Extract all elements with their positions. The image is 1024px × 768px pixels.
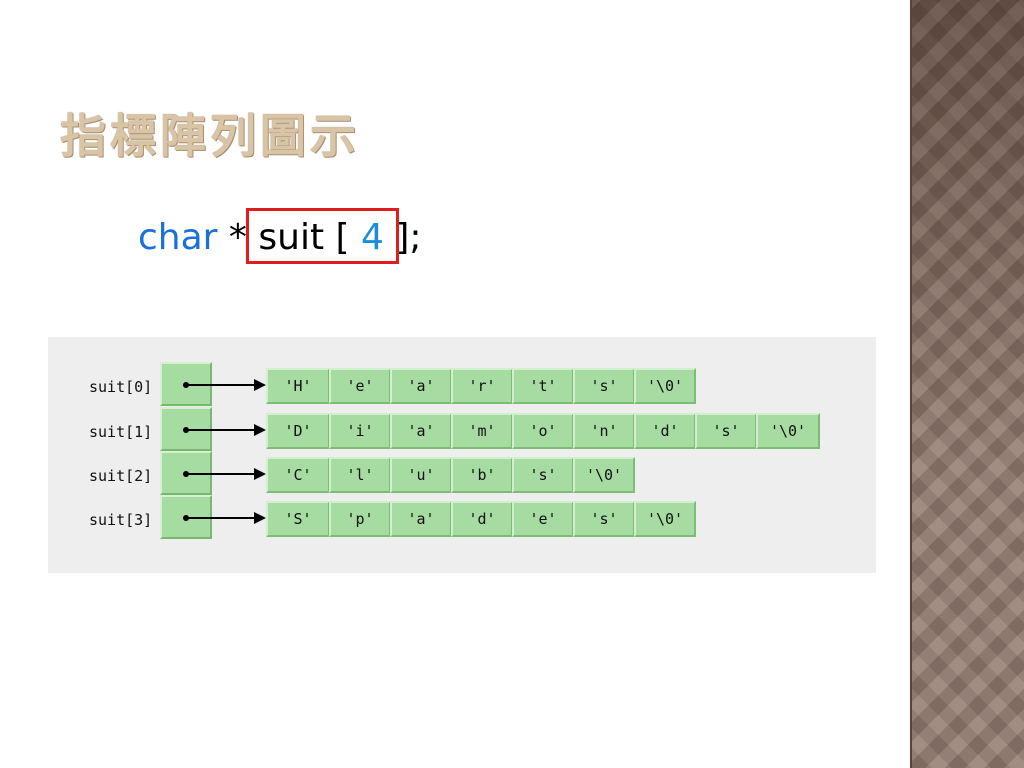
char-cell-0-2: 'a' (390, 368, 452, 404)
char-cell-3-6: '\0' (634, 501, 696, 537)
char-cell-1-7: 's' (695, 413, 757, 449)
char-cell-2-4: 's' (512, 457, 574, 493)
row-label-3: suit[3] (89, 511, 153, 529)
pointer-dot-2 (183, 471, 189, 477)
pointer-arrow-0 (188, 379, 266, 391)
char-cell-0-6: '\0' (634, 368, 696, 404)
char-cell-0-0: 'H' (266, 368, 330, 404)
char-cell-0-1: 'e' (329, 368, 391, 404)
char-cell-1-1: 'i' (329, 413, 391, 449)
char-cell-1-6: 'd' (634, 413, 696, 449)
char-cell-2-1: 'l' (329, 457, 391, 493)
pointer-dot-0 (183, 382, 189, 388)
slide-title: 指標陣列圖示 (60, 109, 360, 163)
code-identifier: suit [ (258, 217, 361, 258)
char-cell-0-4: 't' (512, 368, 574, 404)
char-cell-3-4: 'e' (512, 501, 574, 537)
char-cell-1-3: 'm' (451, 413, 513, 449)
code-close: ]; (383, 217, 422, 258)
char-cell-1-4: 'o' (512, 413, 574, 449)
char-cell-1-0: 'D' (266, 413, 330, 449)
decorative-side-bar (912, 0, 1024, 768)
highlight-box (246, 208, 399, 264)
char-cell-0-3: 'r' (451, 368, 513, 404)
char-cell-3-5: 's' (573, 501, 635, 537)
char-cell-3-0: 'S' (266, 501, 330, 537)
row-label-1: suit[1] (89, 423, 153, 441)
char-cell-1-5: 'n' (573, 413, 635, 449)
char-cell-3-1: 'p' (329, 501, 391, 537)
pointer-arrow-3 (188, 512, 266, 524)
char-cell-2-0: 'C' (266, 457, 330, 493)
code-star: * (217, 217, 259, 258)
pointer-arrow-2 (188, 468, 266, 480)
pointer-dot-1 (183, 427, 189, 433)
code-array-size: 4 (361, 217, 384, 258)
char-cell-1-8: '\0' (756, 413, 820, 449)
row-label-0: suit[0] (89, 378, 153, 396)
char-cell-0-5: 's' (573, 368, 635, 404)
char-cell-2-2: 'u' (390, 457, 452, 493)
code-declaration: char * suit [ 4 ]; (138, 214, 422, 262)
side-bar-edge (910, 0, 912, 768)
char-cell-1-2: 'a' (390, 413, 452, 449)
char-cell-2-5: '\0' (573, 457, 635, 493)
char-cell-3-3: 'd' (451, 501, 513, 537)
pointer-arrow-1 (188, 424, 266, 436)
row-label-2: suit[2] (89, 467, 153, 485)
code-keyword: char (138, 217, 218, 258)
pointer-dot-3 (183, 515, 189, 521)
char-cell-3-2: 'a' (390, 501, 452, 537)
char-cell-2-3: 'b' (451, 457, 513, 493)
